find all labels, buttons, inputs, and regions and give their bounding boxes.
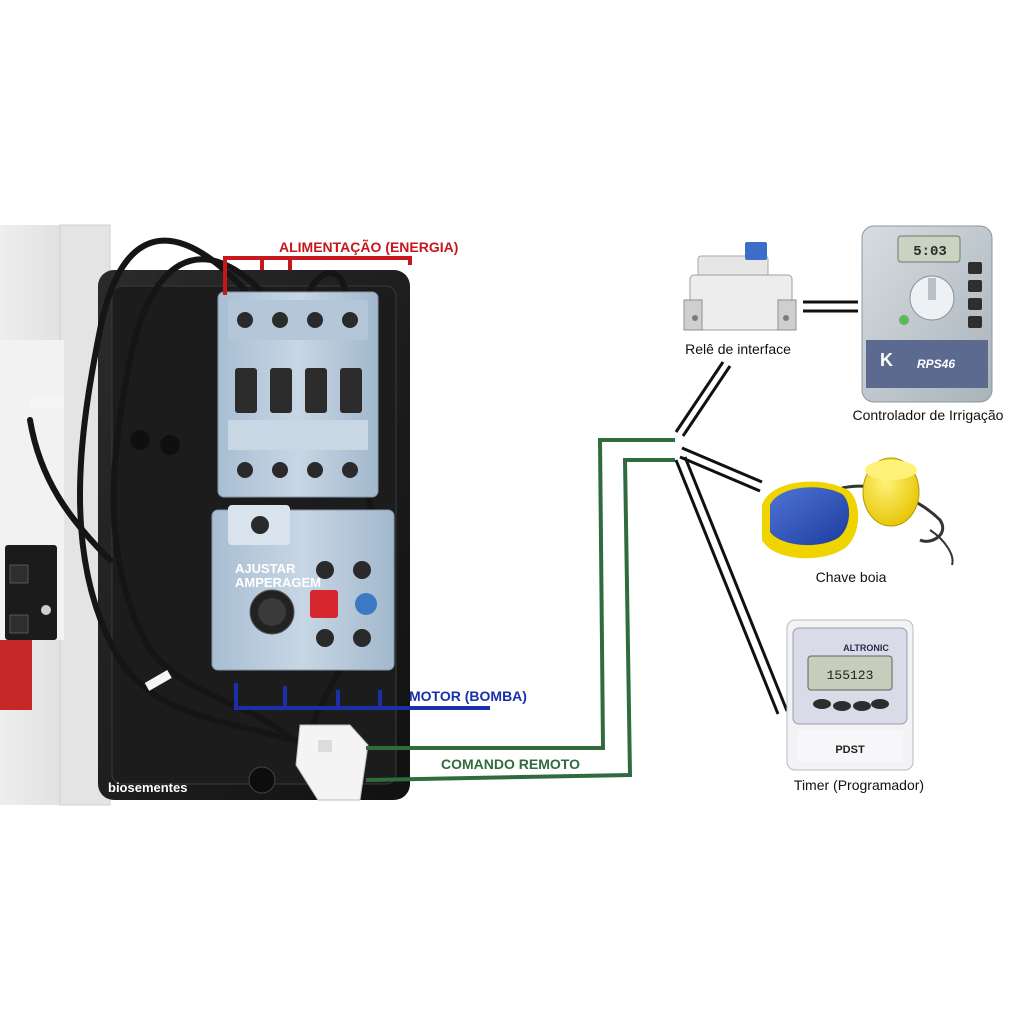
overload-relay bbox=[211, 505, 395, 671]
interface-relay bbox=[683, 242, 797, 331]
watermark: biosementes bbox=[108, 780, 187, 795]
power-label: ALIMENTAÇÃO (ENERGIA) bbox=[279, 238, 458, 255]
remote-command-wires bbox=[365, 438, 675, 782]
timer-brand: ALTRONIC bbox=[843, 643, 889, 653]
adjust-label-line2: AMPERAGEM bbox=[235, 575, 321, 590]
float-switch bbox=[762, 457, 954, 566]
float-switch-label: Chave boia bbox=[816, 569, 887, 585]
timer-display: 155123 bbox=[827, 668, 874, 683]
remote-terminal-block bbox=[295, 724, 369, 801]
timer-model: PDST bbox=[835, 744, 865, 756]
relay-label: Relê de interface bbox=[685, 341, 791, 357]
contactor bbox=[217, 291, 379, 498]
power-wires bbox=[223, 256, 412, 295]
cable-tie bbox=[144, 670, 172, 691]
timer-device bbox=[786, 619, 914, 771]
motor-wires bbox=[234, 683, 490, 710]
remote-command-label: COMANDO REMOTO bbox=[441, 756, 580, 772]
motor-label: MOTOR (BOMBA) bbox=[409, 688, 527, 704]
wall-panel bbox=[0, 224, 111, 806]
controller-model: RPS46 bbox=[917, 357, 955, 371]
irrigation-controller bbox=[861, 225, 993, 403]
controller-brand: K bbox=[880, 350, 893, 370]
side-switch-module bbox=[0, 545, 57, 710]
controller-label: Controlador de Irrigação bbox=[853, 407, 1004, 423]
controller-display: 5:03 bbox=[913, 244, 947, 260]
adjust-label-line1: AJUSTAR bbox=[235, 561, 296, 576]
cable-tie bbox=[30, 398, 64, 407]
timer-label: Timer (Programador) bbox=[794, 777, 924, 793]
signal-wires bbox=[674, 300, 858, 715]
